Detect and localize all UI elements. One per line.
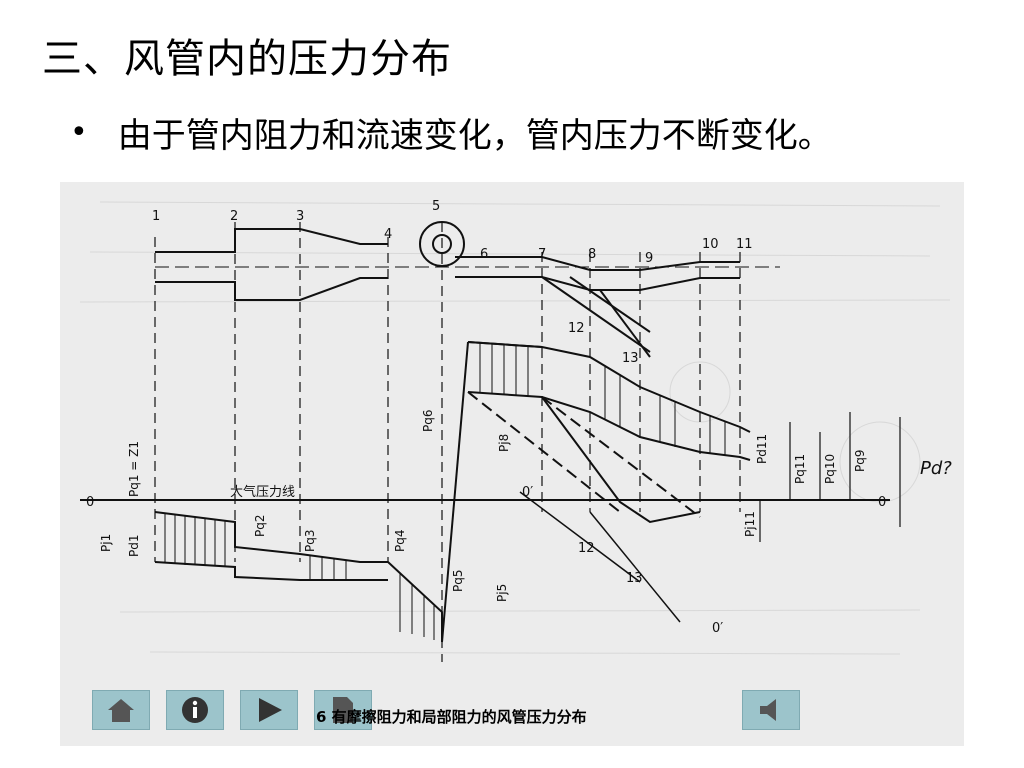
pressure-label: Pj8 — [497, 434, 511, 452]
bullet-item: • 由于管内阻力和流速变化，管内压力不断变化。 — [70, 108, 832, 157]
pressure-label: Pq5 — [451, 570, 465, 593]
play-icon — [259, 698, 282, 722]
bullet-text: 由于管内阻力和流速变化，管内压力不断变化。 — [117, 116, 832, 156]
pressure-label: Pd11 — [755, 434, 769, 464]
pressure-label: Pq4 — [393, 530, 407, 553]
zero-prime-label: 0′ — [712, 621, 723, 636]
branch-number: 12 — [578, 541, 595, 556]
home-button[interactable] — [92, 690, 150, 730]
pressure-label: Pq10 — [823, 454, 837, 484]
pressure-label: Pq2 — [253, 515, 267, 538]
section-number: 7 — [538, 247, 546, 262]
handwritten-note: Pd? — [920, 458, 952, 479]
slide-title: 三、风管内的压力分布 — [42, 36, 452, 82]
play-button[interactable] — [240, 690, 298, 730]
sound-button[interactable] — [742, 690, 800, 730]
atmospheric-line-label: 大气压力线 — [230, 484, 295, 500]
section-number: 2 — [230, 209, 238, 224]
navigation-bar — [92, 690, 800, 730]
section-number: 9 — [645, 251, 653, 266]
figure-drawing: 1 2 3 4 5 6 7 8 9 10 11 12 13 12 13 0 0 … — [60, 182, 964, 746]
pressure-label: Pj5 — [495, 584, 509, 602]
zero-label: 0 — [86, 495, 94, 510]
pressure-label: Pq9 — [853, 450, 867, 473]
pressure-distribution-figure: 1 2 3 4 5 6 7 8 9 10 11 12 13 12 13 0 0 … — [60, 182, 964, 746]
speaker-icon — [760, 699, 776, 721]
bullet-dot: • — [70, 115, 88, 150]
home-icon — [108, 699, 134, 722]
branch-number: 13 — [626, 571, 643, 586]
pressure-label: Pq3 — [303, 530, 317, 553]
pressure-label: Pj1 — [99, 534, 113, 552]
branch-number: 13 — [622, 351, 639, 366]
section-number: 6 — [480, 247, 488, 262]
zero-prime-label: 0′ — [522, 485, 533, 500]
section-number: 10 — [702, 237, 719, 252]
zero-label: 0 — [878, 495, 886, 510]
pressure-label: Pj11 — [743, 511, 757, 537]
section-number: 3 — [296, 209, 304, 224]
section-number: 5 — [432, 199, 440, 214]
info-button[interactable] — [166, 690, 224, 730]
pressure-label: Pd1 — [127, 535, 141, 558]
pressure-label: Pq1 = Z1 — [127, 441, 141, 497]
pressure-label: Pq11 — [793, 454, 807, 484]
pressure-label: Pq6 — [421, 410, 435, 433]
section-number: 8 — [588, 247, 596, 262]
branch-number: 12 — [568, 321, 585, 336]
document-button[interactable] — [314, 690, 372, 730]
section-number: 11 — [736, 237, 753, 252]
section-number: 4 — [384, 227, 392, 242]
section-number: 1 — [152, 209, 160, 224]
figure-caption: 6 有摩擦阻力和局部阻力的风管压力分布 — [316, 708, 587, 726]
info-icon — [182, 697, 208, 723]
document-icon — [333, 697, 353, 723]
